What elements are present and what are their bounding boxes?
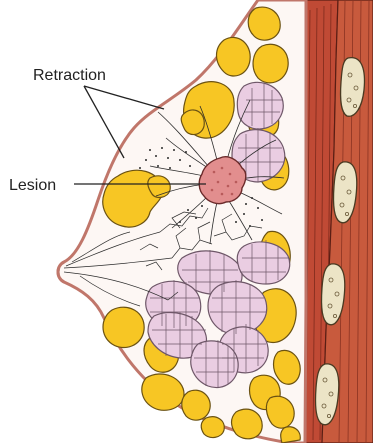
retraction-pointer-lower bbox=[84, 86, 124, 158]
lesion-label: Lesion bbox=[9, 177, 56, 194]
retraction-label: Retraction bbox=[33, 67, 106, 84]
retraction-pointer-upper bbox=[84, 86, 164, 109]
